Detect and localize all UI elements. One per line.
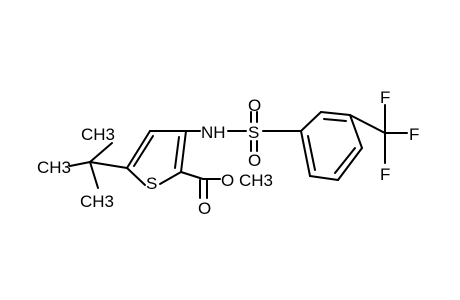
atom-labels: CH3 CH3 CH3 S NH S O O O O CH3 F F F xyxy=(37,88,419,218)
label-carbonyl-o: O xyxy=(198,199,211,218)
bond-tbu-ch3-bottom xyxy=(89,161,99,189)
bond-b3-cf3 xyxy=(349,114,386,134)
bond-c5-c4-inner xyxy=(133,135,154,167)
bond-b2-b3 xyxy=(320,111,351,116)
label-ch3-bottom: CH3 xyxy=(80,192,114,211)
bonds xyxy=(69,104,408,199)
bond-b6-b1 xyxy=(300,130,311,177)
bond-b4-b5-inner xyxy=(334,147,356,174)
label-ch3-top: CH3 xyxy=(81,125,115,144)
label-f-top: F xyxy=(380,88,390,107)
label-sulfonyl-o-bottom: O xyxy=(248,151,261,170)
bond-b6-b1-inner xyxy=(307,135,316,171)
label-methyl-ester: CH3 xyxy=(239,171,273,190)
bond-c2-s xyxy=(159,171,182,185)
bond-b5-b6 xyxy=(309,175,339,181)
bond-c2-carbonyl xyxy=(180,171,204,180)
bond-b2-b3-inner xyxy=(323,118,347,122)
label-sulfonyl-s: S xyxy=(248,123,259,142)
label-sulfur-ring: S xyxy=(146,174,157,193)
bond-tbu-ch3-left xyxy=(69,161,91,167)
bond-s-c5 xyxy=(126,167,146,186)
bond-c3-c2 xyxy=(180,130,187,173)
bond-tbu-ch3-top xyxy=(89,142,113,163)
label-nh: NH xyxy=(201,123,226,142)
label-ch3-left: CH3 xyxy=(37,158,71,177)
label-f-right: F xyxy=(409,125,419,144)
bond-c3-c2-inner xyxy=(174,136,180,169)
bond-b1-b2 xyxy=(300,111,322,132)
label-f-bottom: F xyxy=(380,165,390,184)
bond-c5-c4 xyxy=(126,130,151,169)
label-ester-o: O xyxy=(221,171,234,190)
label-sulfonyl-o-top: O xyxy=(248,96,261,115)
bond-tbu-ring xyxy=(89,161,128,169)
bond-b4-b5 xyxy=(337,147,363,181)
bond-b3-b4 xyxy=(349,114,363,149)
